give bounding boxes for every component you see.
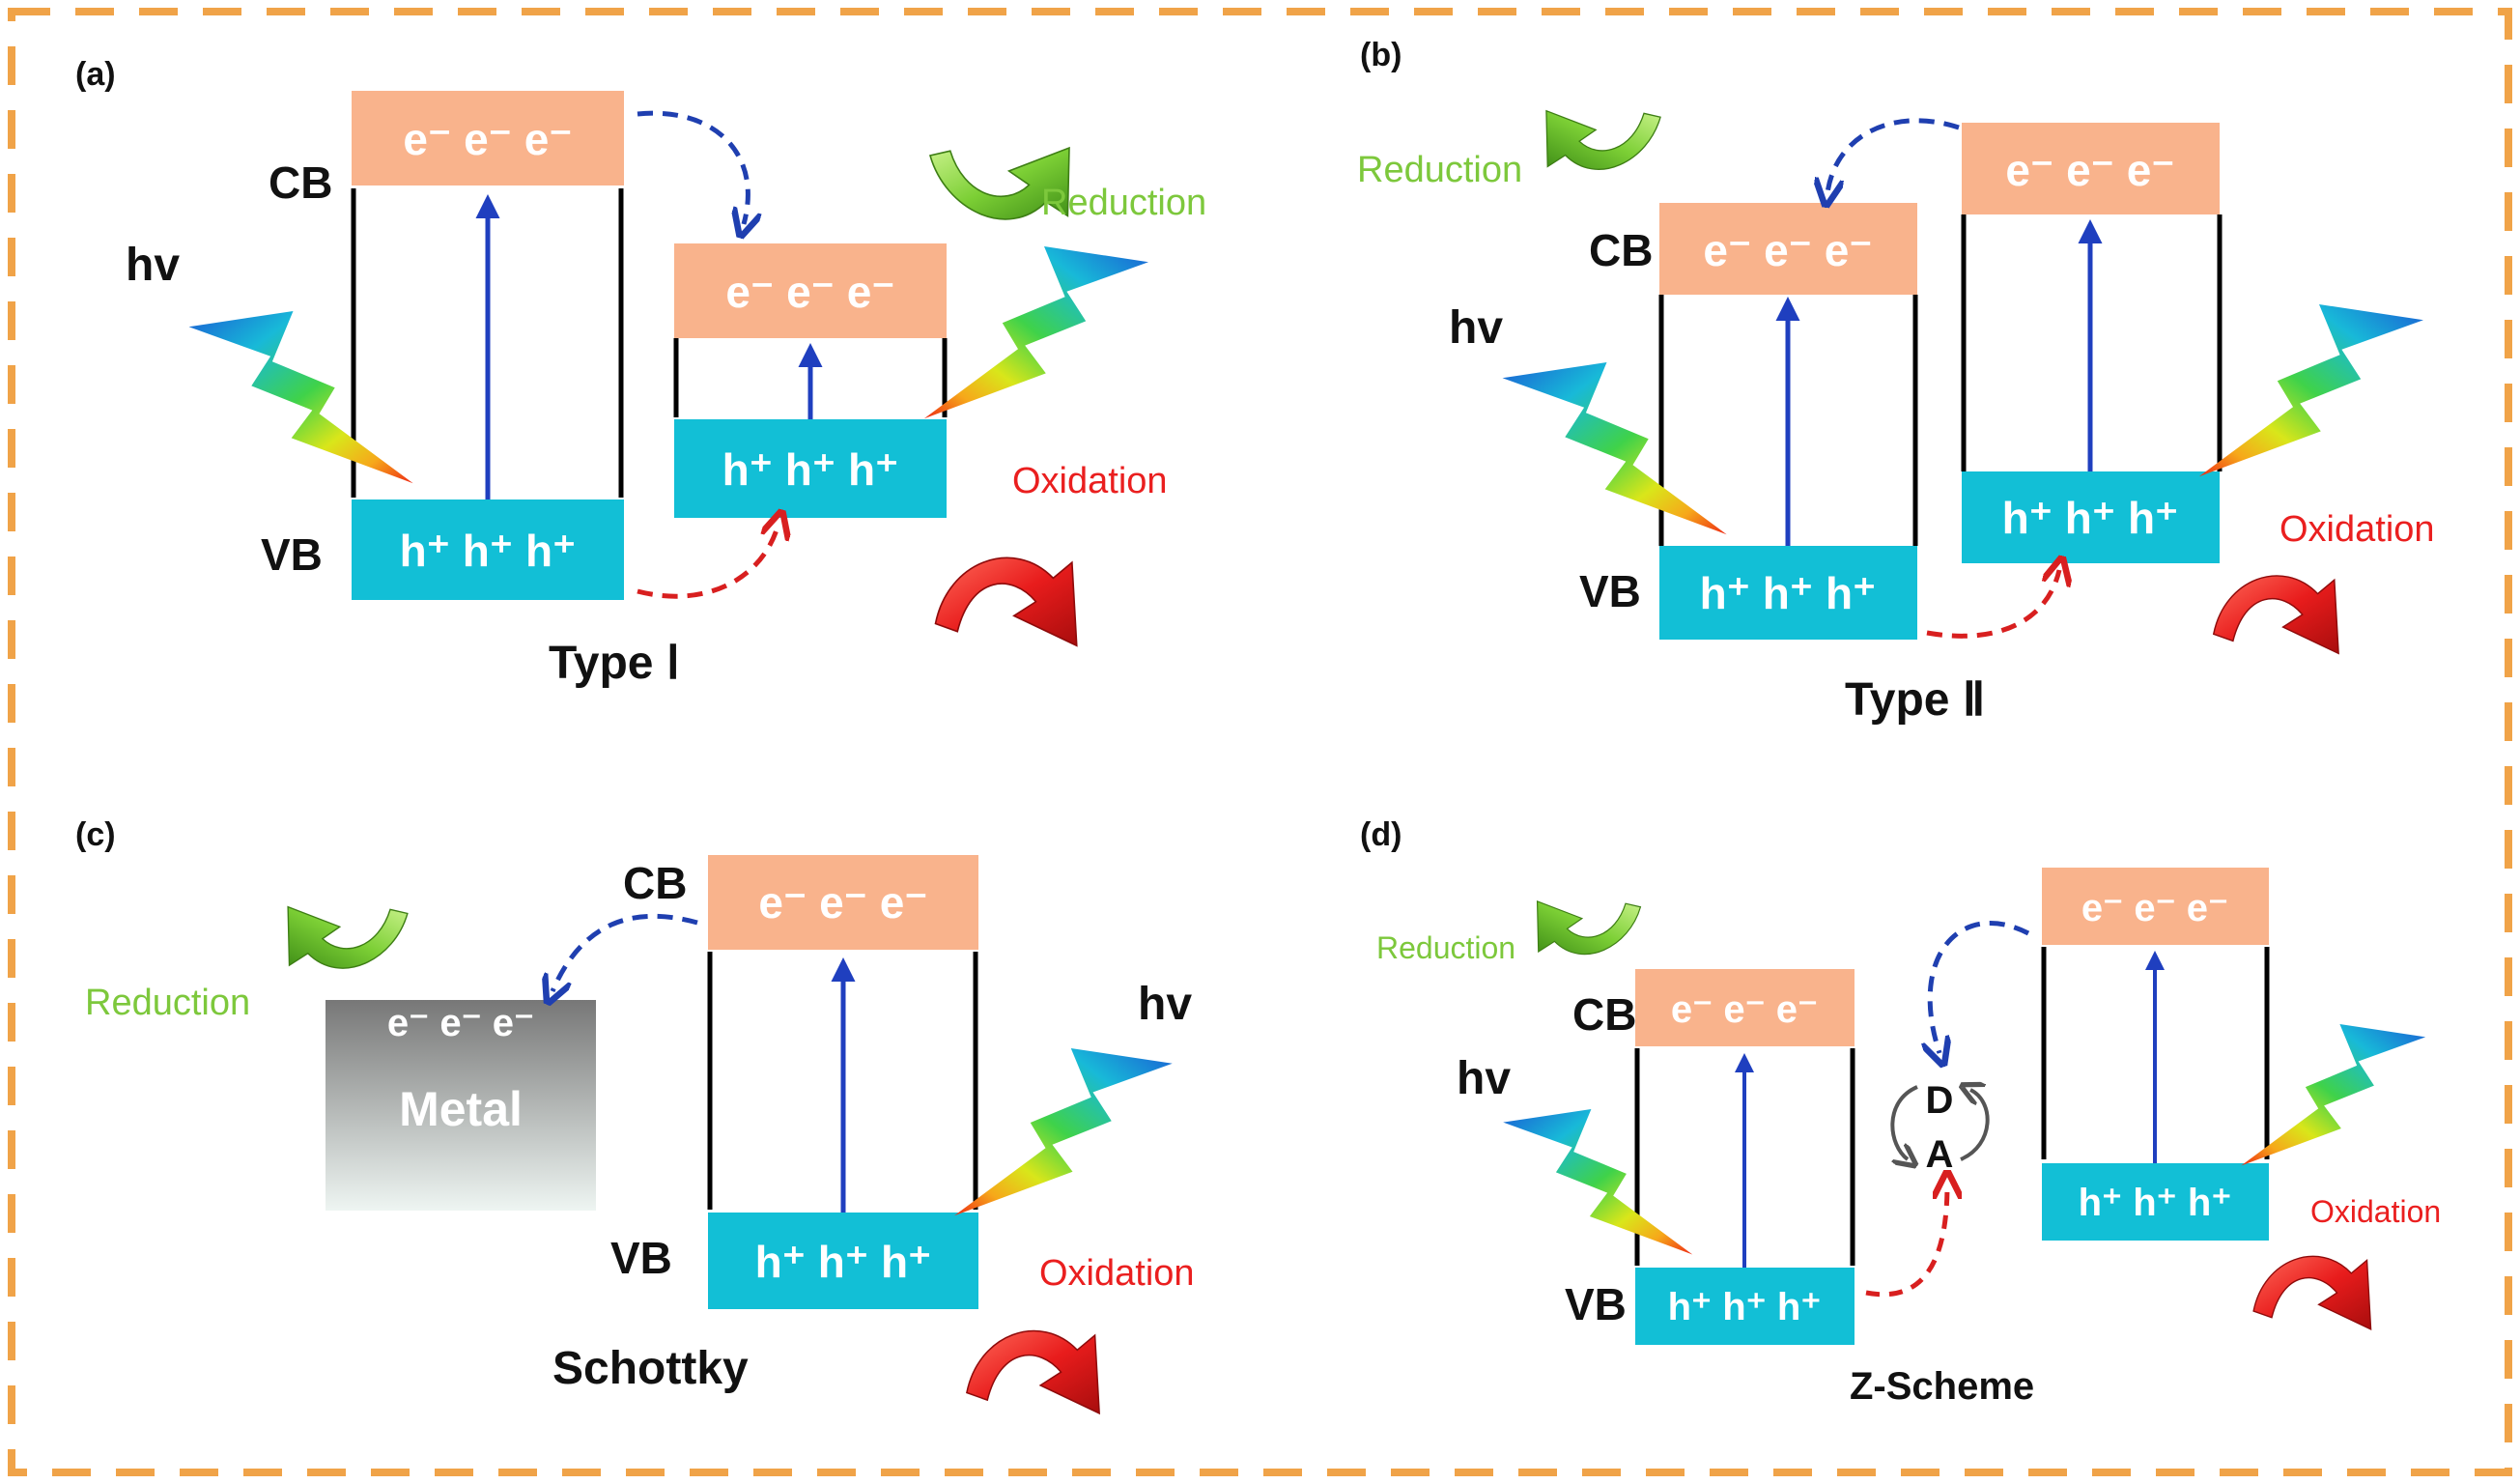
panel-b-vb2-band [1962, 471, 2220, 563]
panel-d-reduction-arrow-icon [1536, 900, 1642, 956]
panel-d-reduction-label: Reduction [1376, 930, 1515, 965]
panel-c-light-bolt-icon [954, 1048, 1173, 1216]
panel-b-light-bolt-icon-2 [2198, 304, 2423, 477]
panel-c-electron-transfer-arrow [552, 913, 698, 991]
panel-b-cb1-band [1659, 203, 1917, 295]
panel-b-cb-label: CB [1589, 225, 1653, 275]
panel-a-vb2-holes: h⁺ h⁺ h⁺ [722, 444, 899, 495]
panel-a: (a) CB VB hv e⁻ e⁻ e⁻ h⁺ h⁺ h⁺ e⁻ e⁻ e⁻ … [75, 56, 1206, 689]
panel-d-light-bolt-icon [1503, 1109, 1693, 1255]
panel-b-reduction-label: Reduction [1357, 150, 1522, 190]
panel-d-hv-label: hv [1457, 1053, 1511, 1104]
panel-c-vb-band [708, 1213, 978, 1309]
panel-a-cb-label: CB [269, 157, 332, 208]
panel-b-vb2-holes: h⁺ h⁺ h⁺ [2002, 493, 2179, 543]
panel-d-mediator-cycle-right [1961, 1090, 1990, 1161]
panel-b: (b) CB VB hv e⁻ e⁻ e⁻ h⁺ h⁺ h⁺ e⁻ e⁻ e⁻ … [1357, 37, 2435, 726]
panel-d-mediator-cycle-left [1890, 1085, 1917, 1159]
panel-c-cb-electrons: e⁻ e⁻ e⁻ [758, 877, 927, 928]
panel-a-vb2-band [674, 419, 947, 518]
panel-a-reduction-label: Reduction [1041, 183, 1206, 223]
panel-a-light-bolt-icon-2 [923, 246, 1148, 419]
panel-a-hole-transfer-arrow [637, 524, 779, 599]
panel-b-hole-transfer-arrow [1926, 570, 2059, 639]
panel-a-vb-label: VB [261, 529, 323, 580]
panel-c: (c) CB VB hv e⁻ e⁻ e⁻ Metal e⁻ e⁻ e⁻ h⁺ … [75, 816, 1195, 1414]
panel-b-vb1-band [1659, 546, 1917, 640]
panel-c-title: Schottky [552, 1343, 749, 1394]
panel-c-metal-label: Metal [399, 1082, 523, 1136]
panel-d-cb-label: CB [1572, 989, 1636, 1040]
panel-c-metal-electrons: e⁻ e⁻ e⁻ [387, 1002, 534, 1044]
panel-a-oxidation-arrow-icon [934, 556, 1078, 647]
panel-b-cb2-electrons: e⁻ e⁻ e⁻ [2005, 145, 2174, 195]
panel-a-cb2-electrons: e⁻ e⁻ e⁻ [725, 267, 894, 317]
panel-d: (d) CB VB hv e⁻ e⁻ e⁻ h⁺ h⁺ h⁺ e⁻ e⁻ e⁻ … [1360, 816, 2441, 1408]
panel-c-cb-label: CB [623, 858, 687, 908]
panel-d-hole-transfer-arrow [1865, 1184, 1947, 1298]
panel-c-vb-label: VB [610, 1233, 672, 1283]
panel-d-vb1-holes: h⁺ h⁺ h⁺ [1668, 1286, 1822, 1328]
panel-b-oxidation-label: Oxidation [2279, 509, 2435, 550]
panel-b-vb1-holes: h⁺ h⁺ h⁺ [1700, 568, 1877, 618]
panel-a-hv-label: hv [126, 240, 180, 291]
panel-b-title: Type Ⅱ [1845, 674, 1985, 726]
panel-c-metal-block [326, 1000, 596, 1211]
panel-d-vb2-holes: h⁺ h⁺ h⁺ [2079, 1182, 2232, 1224]
panel-a-title: Type Ⅰ [549, 638, 680, 689]
panel-a-cb1-electrons: e⁻ e⁻ e⁻ [403, 114, 572, 164]
panel-d-vb1-band [1635, 1268, 1855, 1345]
panel-d-oxidation-arrow-icon [2252, 1255, 2372, 1330]
panel-d-vb2-band [2042, 1163, 2269, 1241]
panel-a-label: (a) [75, 56, 116, 93]
panel-c-reduction-label: Reduction [85, 983, 250, 1023]
panel-c-vb-holes: h⁺ h⁺ h⁺ [755, 1237, 932, 1287]
panel-d-title: Z-Scheme [1850, 1365, 2034, 1408]
panel-c-cb-band [708, 855, 978, 950]
panel-d-vb-label: VB [1565, 1279, 1627, 1329]
panel-d-acceptor-label: A [1926, 1133, 1954, 1176]
panel-d-cb2-electrons: e⁻ e⁻ e⁻ [2081, 887, 2228, 929]
panel-a-vb1-band [352, 499, 624, 600]
panel-c-oxidation-label: Oxidation [1039, 1253, 1195, 1294]
panel-a-oxidation-label: Oxidation [1012, 461, 1168, 501]
panel-a-electron-transfer-arrow [637, 110, 748, 224]
panel-b-hv-label: hv [1449, 302, 1503, 354]
panel-a-cb1-band [352, 91, 624, 186]
panel-b-label: (b) [1360, 37, 1402, 73]
panel-d-label: (d) [1360, 816, 1402, 853]
panel-a-vb1-holes: h⁺ h⁺ h⁺ [400, 526, 577, 576]
panel-a-cb2-band [674, 243, 947, 338]
panel-d-electron-transfer-arrow [1930, 921, 2030, 1053]
panel-d-oxidation-label: Oxidation [2310, 1194, 2441, 1229]
panel-b-light-bolt-icon [1502, 362, 1727, 535]
panel-c-reduction-arrow-icon [287, 905, 409, 969]
panel-d-donor-label: D [1926, 1079, 1954, 1122]
panel-d-cb1-electrons: e⁻ e⁻ e⁻ [1671, 988, 1818, 1031]
panel-b-cb2-band [1962, 123, 2220, 214]
panel-b-vb-label: VB [1579, 566, 1641, 616]
panel-b-reduction-arrow-icon [1545, 109, 1661, 171]
panel-d-cb1-band [1635, 969, 1855, 1046]
panel-d-cb2-band [2042, 868, 2269, 945]
panel-c-hv-label: hv [1138, 979, 1192, 1030]
panel-b-cb1-electrons: e⁻ e⁻ e⁻ [1703, 225, 1872, 275]
panel-a-light-bolt-icon [188, 311, 413, 484]
outer-dashed-frame [8, 8, 2512, 1476]
panel-c-label: (c) [75, 816, 116, 853]
panel-c-oxidation-arrow-icon [966, 1329, 1100, 1414]
panel-b-electron-transfer-arrow [1827, 118, 1960, 193]
panel-b-oxidation-arrow-icon [2213, 575, 2339, 655]
